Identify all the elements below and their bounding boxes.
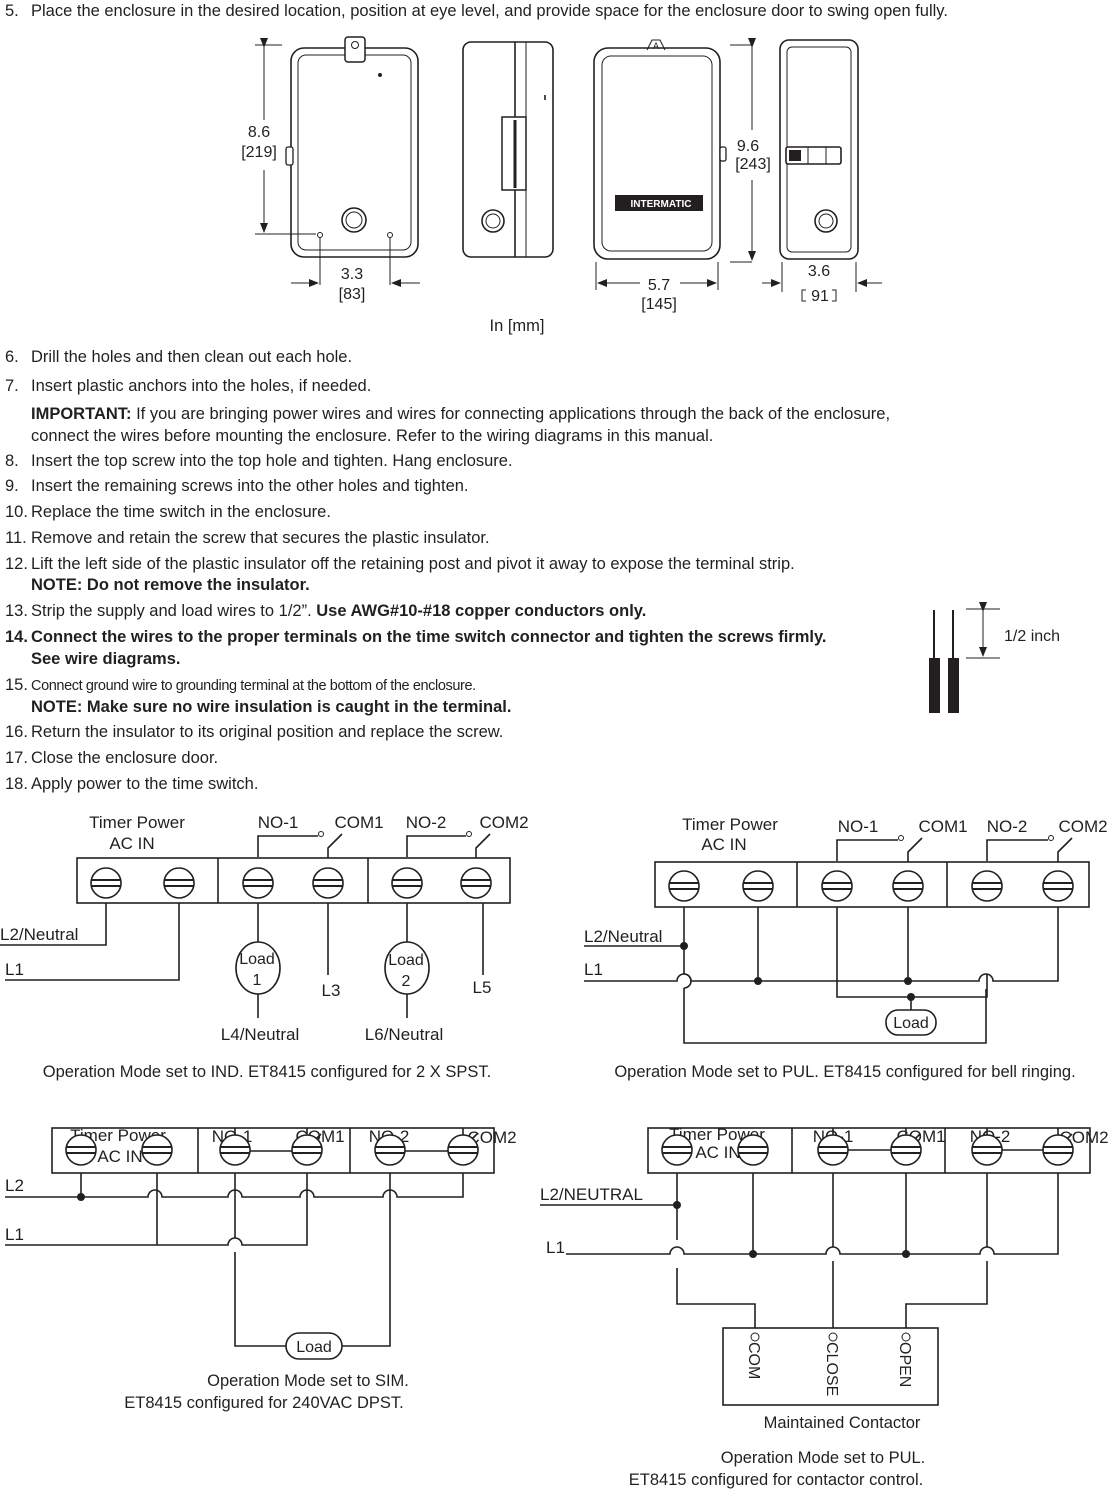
svg-text:COM: COM: [745, 1342, 762, 1379]
step-14-b: See wire diagrams.: [31, 650, 181, 668]
dim-depth-in: 3.6: [808, 263, 830, 280]
svg-text:L1: L1: [546, 1238, 565, 1257]
svg-text:AC IN: AC IN: [109, 834, 154, 853]
wire-strip-figure: 1/2 inch: [929, 602, 1060, 713]
dim-door-height-mm: [243]: [735, 156, 771, 173]
step-8: 8.Insert the top screw into the top hole…: [5, 452, 513, 470]
svg-text:Timer Power: Timer Power: [70, 1126, 166, 1145]
step-17: 17.Close the enclosure door.: [5, 749, 219, 767]
enclosure-side-view: [462, 41, 554, 258]
svg-text:L2/Neutral: L2/Neutral: [0, 925, 78, 944]
step-10: 10.Replace the time switch in the enclos…: [5, 503, 331, 521]
dim-height-in: 8.6: [248, 124, 270, 141]
important-note-line2: connect the wires before mounting the en…: [31, 427, 714, 445]
dim-width-in: 3.3: [341, 266, 363, 283]
important-note: IMPORTANT: If you are bringing power wir…: [31, 405, 891, 423]
step-12-note: NOTE: Do not remove the insulator.: [31, 576, 310, 594]
svg-text:AC IN: AC IN: [701, 835, 746, 854]
dim-width-mm: [83]: [339, 286, 366, 303]
step-14: 14.Connect the wires to the proper termi…: [5, 628, 827, 646]
svg-text:L6/Neutral: L6/Neutral: [365, 1025, 443, 1044]
svg-text:NO-2: NO-2: [987, 817, 1028, 836]
svg-text:AC IN: AC IN: [97, 1147, 142, 1166]
svg-text:L1: L1: [5, 1225, 24, 1244]
wiring-diagram-ind: Timer Power AC IN NO-1 COM1 NO-2 COM2 L2…: [0, 813, 529, 1081]
dim-door-height-in: 9.6: [737, 138, 759, 155]
svg-text:COM2: COM2: [1058, 817, 1107, 836]
dim-door-width-in: 5.7: [648, 277, 670, 294]
svg-text:Load: Load: [893, 1015, 929, 1032]
step-18: 18.Apply power to the time switch.: [5, 775, 259, 793]
brand-logo: INTERMATIC: [631, 199, 692, 210]
contactor-label: Maintained Contactor: [764, 1414, 921, 1432]
dim-height-mm: [219]: [241, 144, 277, 161]
svg-text:COM1: COM1: [918, 817, 967, 836]
svg-text:L2/NEUTRAL: L2/NEUTRAL: [540, 1185, 643, 1204]
svg-text:Load: Load: [239, 951, 275, 968]
svg-text:AC IN: AC IN: [695, 1143, 740, 1162]
svg-text:NO-2: NO-2: [406, 813, 447, 832]
svg-text:COM2: COM2: [479, 813, 528, 832]
svg-text:L4/Neutral: L4/Neutral: [221, 1025, 299, 1044]
strip-length-label: 1/2 inch: [1004, 628, 1060, 645]
caption-contactor-1: Operation Mode set to PUL.: [721, 1449, 926, 1467]
step-11: 11.Remove and retain the screw that secu…: [5, 529, 490, 547]
wiring-diagram-sim: Timer Power AC IN NO-1 COM1 NO-2 COM2 L2…: [5, 1126, 517, 1412]
units-label: In [mm]: [489, 317, 544, 335]
step-9: 9.Insert the remaining screws into the o…: [5, 477, 469, 495]
svg-text:Load: Load: [388, 952, 424, 969]
svg-text:L2/Neutral: L2/Neutral: [584, 927, 662, 946]
enclosure-right-side-view: 3.6 91: [762, 39, 882, 305]
svg-text:Timer Power: Timer Power: [669, 1125, 765, 1144]
svg-text:L3: L3: [322, 981, 341, 1000]
svg-text:L2: L2: [5, 1176, 24, 1195]
svg-text:COM1: COM1: [334, 813, 383, 832]
svg-text:A: A: [653, 41, 659, 51]
dim-depth-mm: 91: [811, 288, 829, 305]
wiring-diagram-pul-bell: Timer Power AC IN NO-1 COM1 NO-2 COM2 L2…: [584, 815, 1108, 1081]
svg-text:L5: L5: [473, 978, 492, 997]
svg-text:COM2: COM2: [467, 1128, 516, 1147]
step-13: 13.Strip the supply and load wires to 1/…: [5, 602, 647, 620]
svg-text:Load: Load: [296, 1339, 332, 1356]
step-7: 7.Insert plastic anchors into the holes,…: [5, 377, 372, 395]
svg-text:NO-1: NO-1: [838, 817, 879, 836]
svg-text:Timer Power: Timer Power: [682, 815, 778, 834]
enclosure-door-view: A INTERMATIC 9.6 [243] 5.7 [145]: [593, 38, 771, 313]
caption-pul-bell: Operation Mode set to PUL. ET8415 config…: [614, 1063, 1075, 1081]
caption-sim-1: Operation Mode set to SIM.: [207, 1372, 409, 1390]
step-5: 5.Place the enclosure in the desired loc…: [5, 2, 948, 20]
step-12: 12.Lift the left side of the plastic ins…: [5, 555, 795, 573]
wiring-diagram-pul-contactor: Timer Power AC IN NO-1 COM1 NO-2 COM2 L2…: [540, 1125, 1109, 1489]
svg-text:CLOSE: CLOSE: [823, 1342, 840, 1396]
svg-text:2: 2: [402, 973, 411, 990]
svg-text:Timer Power: Timer Power: [89, 813, 185, 832]
step-6: 6.Drill the holes and then clean out eac…: [5, 348, 353, 366]
caption-ind: Operation Mode set to IND. ET8415 config…: [43, 1063, 491, 1081]
step-15-note: NOTE: Make sure no wire insulation is ca…: [31, 698, 512, 716]
enclosure-front-view: 8.6 [219] 3.3 [83]: [241, 36, 420, 303]
svg-text:NO-1: NO-1: [258, 813, 299, 832]
svg-text:L1: L1: [584, 960, 603, 979]
dim-door-width-mm: [145]: [641, 296, 677, 313]
svg-text:1: 1: [253, 972, 262, 989]
step-16: 16.Return the insulator to its original …: [5, 723, 504, 741]
caption-sim-2: ET8415 configured for 240VAC DPST.: [124, 1394, 403, 1412]
caption-contactor-2: ET8415 configured for contactor control.: [629, 1471, 923, 1489]
svg-text:L1: L1: [5, 960, 24, 979]
step-15: 15.Connect ground wire to grounding term…: [5, 676, 476, 694]
svg-text:OPEN: OPEN: [896, 1342, 913, 1387]
